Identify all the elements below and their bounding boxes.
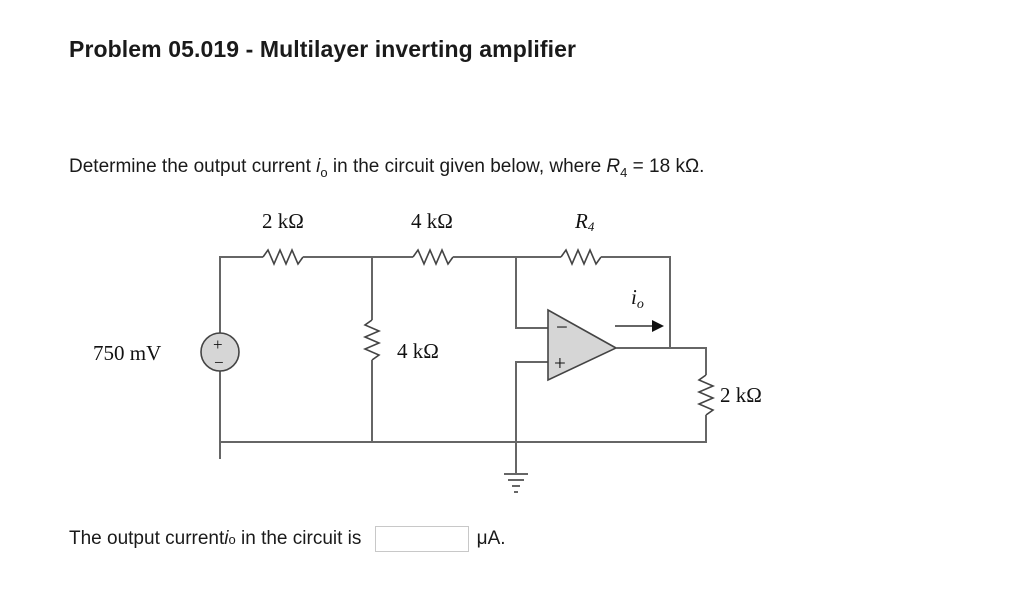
label-r4-letter: R (574, 209, 588, 233)
resistor-r3 (362, 319, 382, 361)
label-source: 750 mV (93, 341, 161, 365)
label-r2: 4 kΩ (411, 209, 453, 233)
label-io-letter: i (631, 285, 637, 309)
question-middle: in the circuit given below, where (327, 156, 607, 177)
question-var-sub: o (320, 164, 328, 180)
answer-middle: in the circuit is (235, 528, 367, 549)
label-r3: 4 kΩ (397, 339, 439, 363)
resistor-r1 (262, 247, 304, 267)
question-suffix: = 18 kΩ. (627, 156, 705, 177)
wire-load-bottom (220, 415, 707, 443)
source-minus: − (214, 353, 224, 372)
label-r4-sub: 4 (588, 219, 595, 234)
circuit-diagram: − + + − 2 kΩ 4 kΩ R4 4 kΩ 2 kΩ 750 mV io (93, 209, 762, 493)
resistor-r5 (696, 374, 716, 416)
opamp-minus: − (556, 315, 568, 339)
label-r5: 2 kΩ (720, 383, 762, 407)
label-r4: R4 (574, 209, 595, 234)
question-prefix: Determine the output current (69, 156, 317, 177)
answer-unit: μA. (476, 528, 506, 549)
voltage-source (200, 332, 240, 372)
question-r-sub: 4 (620, 164, 628, 180)
resistor-r2 (412, 247, 454, 267)
wire-feedback-out (601, 256, 671, 348)
io-arrow-head (652, 320, 664, 332)
wire-output (616, 347, 707, 375)
question-text: Determine the output current io in the c… (69, 156, 704, 180)
opamp-triangle (547, 308, 618, 382)
source-plus: + (213, 335, 223, 354)
opamp-plus: + (554, 351, 566, 375)
wire-top-left (219, 256, 263, 459)
label-r1: 2 kΩ (262, 209, 304, 233)
label-io-sub: o (637, 297, 644, 312)
problem-title: Problem 05.019 - Multilayer inverting am… (69, 36, 577, 62)
wire-inverting-input (515, 257, 548, 329)
wire-noninverting-input (515, 361, 548, 474)
answer-input[interactable] (374, 526, 469, 552)
answer-prefix: The output current (69, 528, 225, 549)
resistor-r4 (560, 247, 602, 267)
answer-var-sub: o (228, 531, 236, 547)
question-r-var: R (606, 156, 621, 177)
label-io: io (631, 285, 644, 312)
question-var: i (316, 156, 321, 177)
answer-var: i (224, 528, 229, 549)
